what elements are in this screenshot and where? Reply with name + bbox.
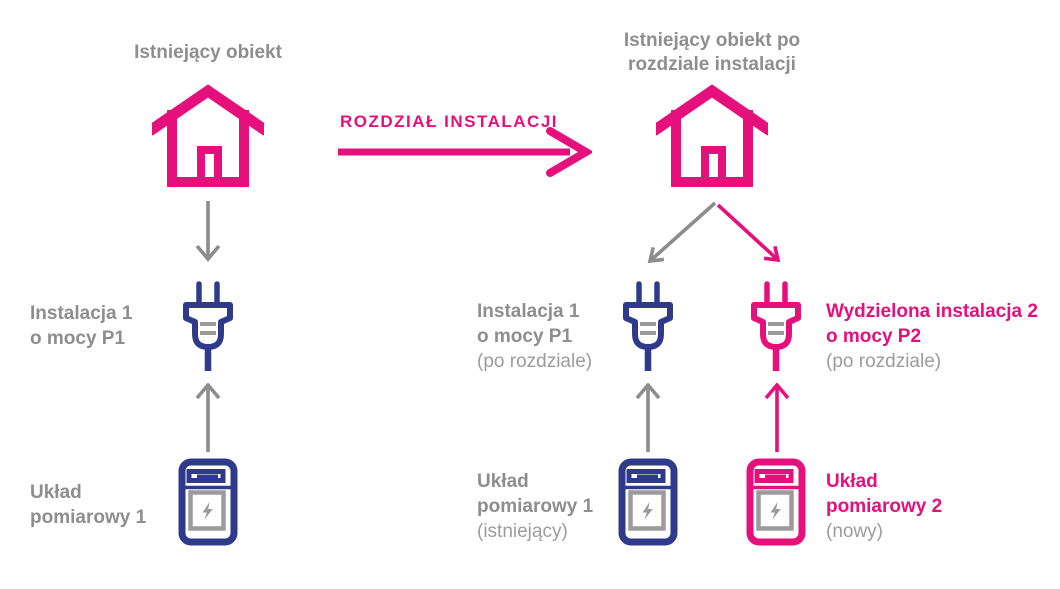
arrow-up-icon — [764, 383, 790, 452]
title-line: rozdziale instalacji — [628, 54, 796, 75]
plug-icon — [751, 281, 801, 371]
meter1-label: Układ pomiarowy 1 — [30, 480, 146, 530]
arrow-right-icon — [338, 127, 592, 177]
label-line: pomiarowy 1 — [30, 507, 147, 528]
transition-title: ROZDZIAŁ INSTALACJI — [339, 112, 558, 131]
label-line: pomiarowy 1 — [477, 496, 594, 517]
arrow-down-icon — [195, 201, 221, 262]
split-arrows-icon — [647, 201, 781, 264]
label-line: (nowy) — [826, 521, 884, 542]
installation2-label: Wydzielona instalacja 2 o mocy P2 (po ro… — [826, 299, 1038, 374]
label-line: o mocy P1 — [30, 328, 126, 349]
label-line: Układ — [477, 471, 529, 492]
label-line: Układ — [30, 482, 82, 503]
lightning-bolt-icon — [202, 502, 213, 520]
arrow-up-icon — [635, 383, 661, 452]
title-line: Istniejący obiekt po — [623, 30, 801, 51]
house-icon — [152, 84, 264, 187]
meter1-after-label: Układ pomiarowy 1 (istniejący) — [477, 469, 593, 544]
label-line: (po rozdziale) — [826, 351, 942, 372]
label-line: Układ — [826, 471, 878, 492]
energy-meter-icon — [746, 458, 806, 546]
label-line: (istniejący) — [477, 521, 568, 542]
lightning-bolt-icon — [642, 502, 653, 520]
label-line: Instalacja 1 — [477, 301, 580, 322]
label-line: Wydzielona instalacja 2 — [826, 301, 1038, 322]
lightning-bolt-icon — [770, 502, 781, 520]
label-line: Instalacja 1 — [30, 303, 133, 324]
energy-meter-icon — [178, 458, 238, 546]
left-object-title: Istniejący obiekt — [134, 42, 282, 63]
label-line: pomiarowy 2 — [826, 496, 943, 517]
house-icon — [656, 84, 768, 187]
right-object-title: Istniejący obiekt po rozdziale instalacj… — [562, 29, 862, 77]
installation1-after-label: Instalacja 1 o mocy P1 (po rozdziale) — [477, 299, 592, 374]
arrow-up-icon — [195, 383, 221, 452]
label-line: o mocy P1 — [477, 326, 573, 347]
meter2-label: Układ pomiarowy 2 (nowy) — [826, 469, 942, 544]
label-line: (po rozdziale) — [477, 351, 593, 372]
label-line: o mocy P2 — [826, 326, 922, 347]
energy-meter-icon — [618, 458, 678, 546]
installation1-label: Instalacja 1 o mocy P1 — [30, 301, 132, 351]
plug-icon — [623, 281, 673, 371]
plug-icon — [183, 281, 233, 371]
